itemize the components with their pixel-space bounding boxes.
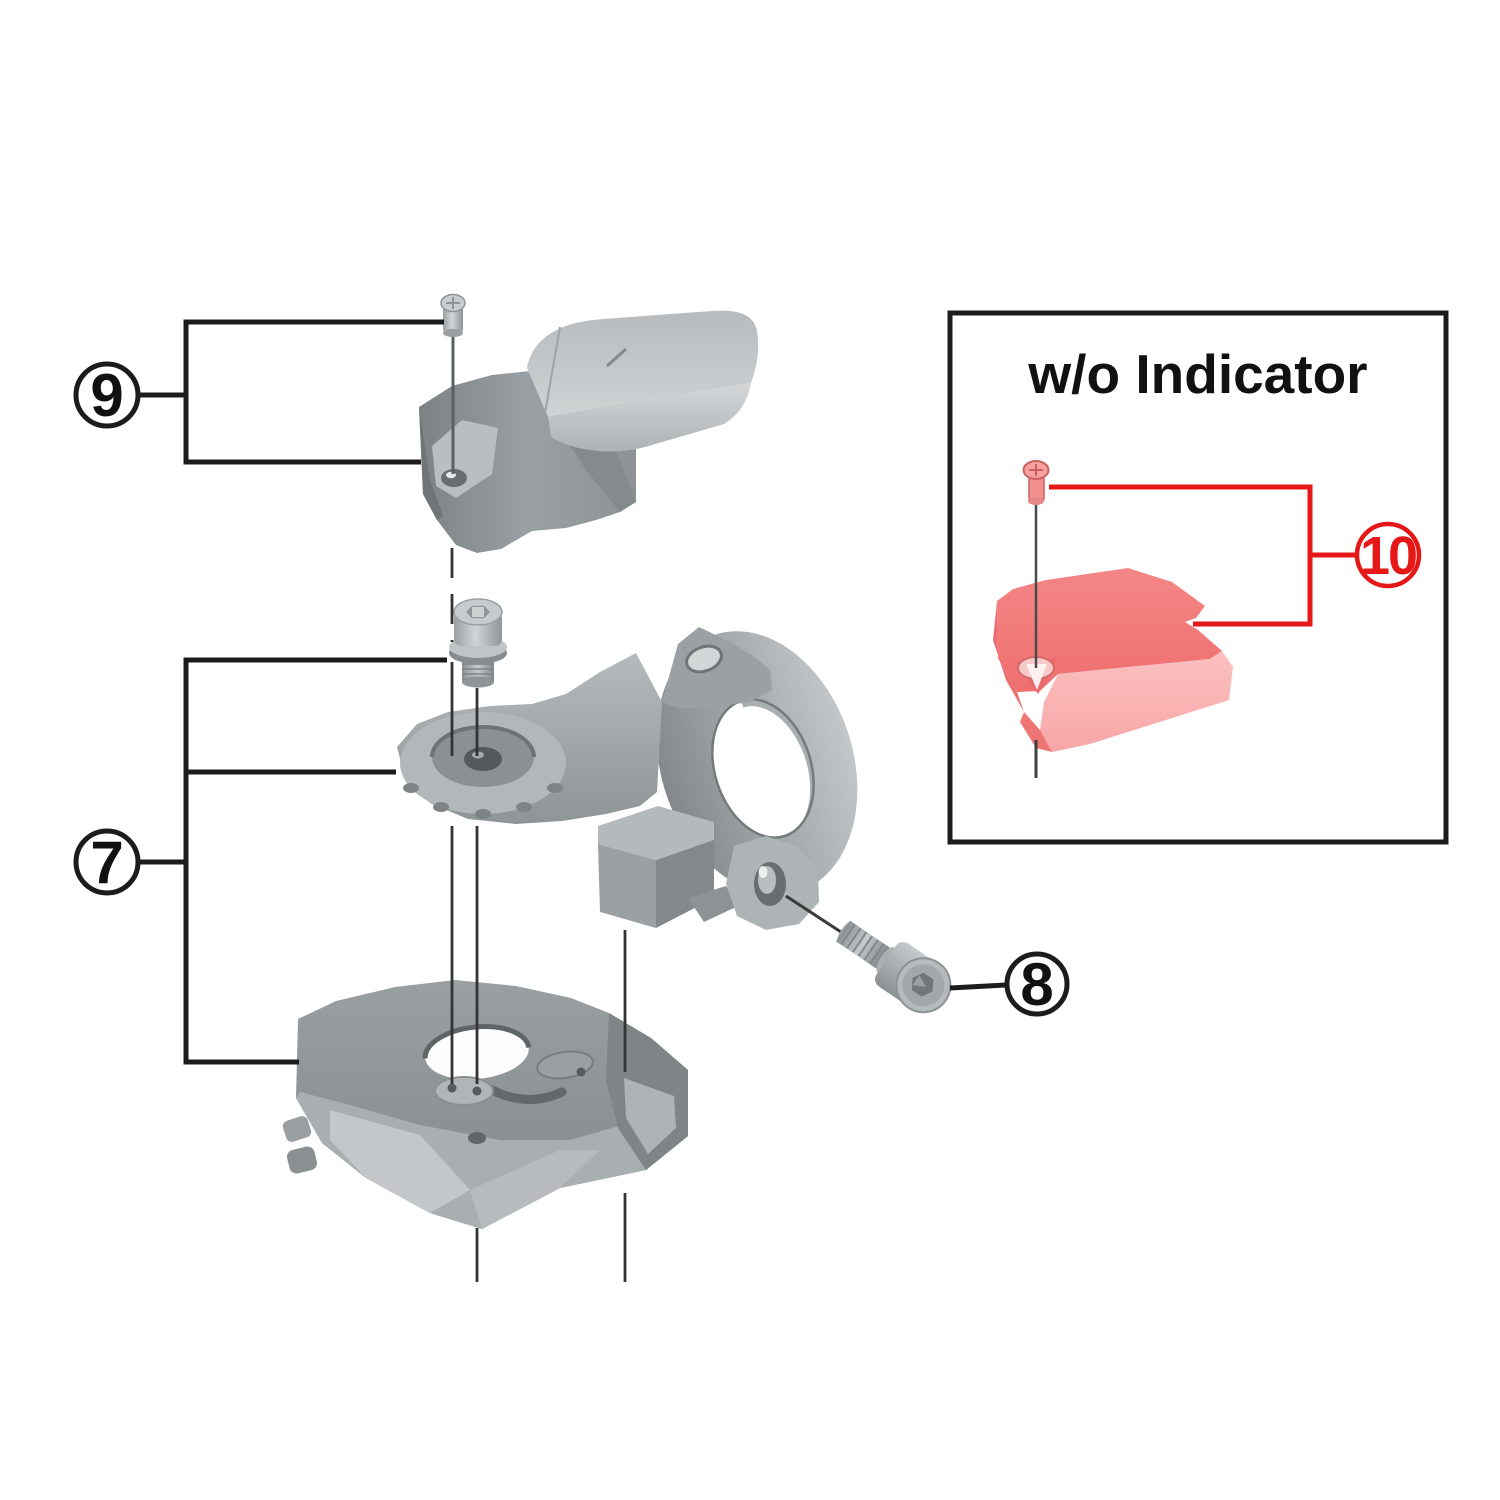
housing-boss-hole-left bbox=[447, 1083, 457, 1093]
clamp-boss-recess-shadow bbox=[430, 725, 536, 758]
part-9-screw bbox=[440, 293, 466, 474]
cover-pod-shadow-left bbox=[419, 407, 443, 520]
lever-blade-mark bbox=[605, 347, 628, 368]
clamp-top-ear-hole bbox=[685, 644, 723, 674]
clamp-ring-hole bbox=[712, 699, 814, 838]
bolt8-thread-ridges bbox=[840, 923, 885, 965]
red-cover-foot bbox=[1020, 712, 1052, 752]
callout-10-bracket bbox=[1049, 484, 1357, 627]
callout-10-circle bbox=[1354, 521, 1422, 589]
callout-8: 8 bbox=[1004, 951, 1070, 1018]
clamp-block-foot bbox=[688, 886, 738, 922]
red-screw-cross-slot bbox=[1029, 464, 1043, 476]
bolt7-thread-tip bbox=[462, 676, 494, 688]
callout-9-circle bbox=[73, 361, 141, 429]
screw-head-rim bbox=[443, 329, 463, 337]
bolt7-socket-glint bbox=[472, 607, 484, 617]
red-screw-tip bbox=[1028, 497, 1044, 505]
clamp-block-front bbox=[598, 844, 656, 928]
housing-right-pocket-inner bbox=[624, 1078, 676, 1154]
red-cover-hole bbox=[1026, 664, 1047, 690]
ear-hole bbox=[685, 644, 723, 674]
callout-10: 10 bbox=[1354, 521, 1422, 589]
clamp-top-ear bbox=[662, 627, 772, 708]
part-7-clamp-bolt-small bbox=[449, 598, 507, 688]
callout-7-label: 7 bbox=[90, 829, 123, 896]
inset-title: w/o Indicator bbox=[1027, 343, 1367, 405]
inset-red-cover bbox=[993, 568, 1233, 778]
housing-highlight-sliver bbox=[470, 1150, 600, 1229]
clamp-bolt-ear-slot-glint bbox=[758, 866, 768, 878]
clamp-boss-serrations bbox=[403, 783, 563, 819]
assembly-axis-lines bbox=[450, 548, 627, 1282]
bolt8-body bbox=[836, 920, 952, 1014]
inset-border bbox=[947, 310, 1449, 845]
clamp-center-hole bbox=[464, 747, 502, 771]
callout-brackets bbox=[138, 319, 1007, 1065]
housing-left-tab-upper bbox=[282, 1116, 312, 1142]
housing-boss bbox=[434, 1076, 494, 1106]
inset-wo-indicator: w/o Indicator 10 bbox=[947, 310, 1449, 845]
callout-8-label: 8 bbox=[1020, 951, 1053, 1018]
housing-small-hole bbox=[468, 1132, 486, 1144]
callout-8-connector bbox=[949, 982, 1007, 991]
bolt8-leader-line bbox=[785, 894, 845, 936]
bolt8-socket-glint bbox=[912, 975, 926, 987]
oval-hole-shadow bbox=[422, 1024, 532, 1059]
part-7-lower-housing bbox=[282, 980, 688, 1229]
callout-9: 9 bbox=[73, 361, 141, 429]
lever-blade-top-face bbox=[527, 310, 759, 417]
inset-red-screw bbox=[1022, 460, 1050, 668]
callout-7: 7 bbox=[73, 828, 141, 896]
callout-10-label: 10 bbox=[1360, 526, 1416, 586]
lever-blade-crease bbox=[544, 326, 561, 414]
red-cover-front-face bbox=[1040, 651, 1233, 752]
cover-pod-shadow-right bbox=[560, 430, 636, 512]
screw-cross-slot bbox=[446, 297, 460, 309]
red-cover-left-face bbox=[993, 601, 1024, 712]
callout-9-label: 9 bbox=[90, 362, 123, 429]
housing-front-band bbox=[296, 1092, 688, 1229]
housing-highlight-wedge bbox=[330, 1110, 470, 1213]
callout-8-circle bbox=[1004, 951, 1070, 1017]
lever-blade-front-band bbox=[548, 383, 751, 452]
callout-7-circle bbox=[73, 828, 141, 896]
housing-crescent-slot bbox=[487, 1085, 567, 1105]
clamp-block-top bbox=[598, 806, 714, 860]
part-8-clamp-bolt bbox=[785, 894, 952, 1014]
housing-boss-hole-right bbox=[472, 1086, 482, 1096]
clamp-block-right bbox=[656, 840, 714, 928]
bracket-9 bbox=[183, 319, 444, 465]
part-7-clamp-bracket bbox=[397, 627, 858, 930]
clamp-ring-bore-wall bbox=[741, 699, 814, 836]
housing-left-tab-lower bbox=[286, 1146, 318, 1174]
housing-pad-hole bbox=[576, 1067, 586, 1077]
part-9-cover-unit bbox=[419, 293, 759, 553]
